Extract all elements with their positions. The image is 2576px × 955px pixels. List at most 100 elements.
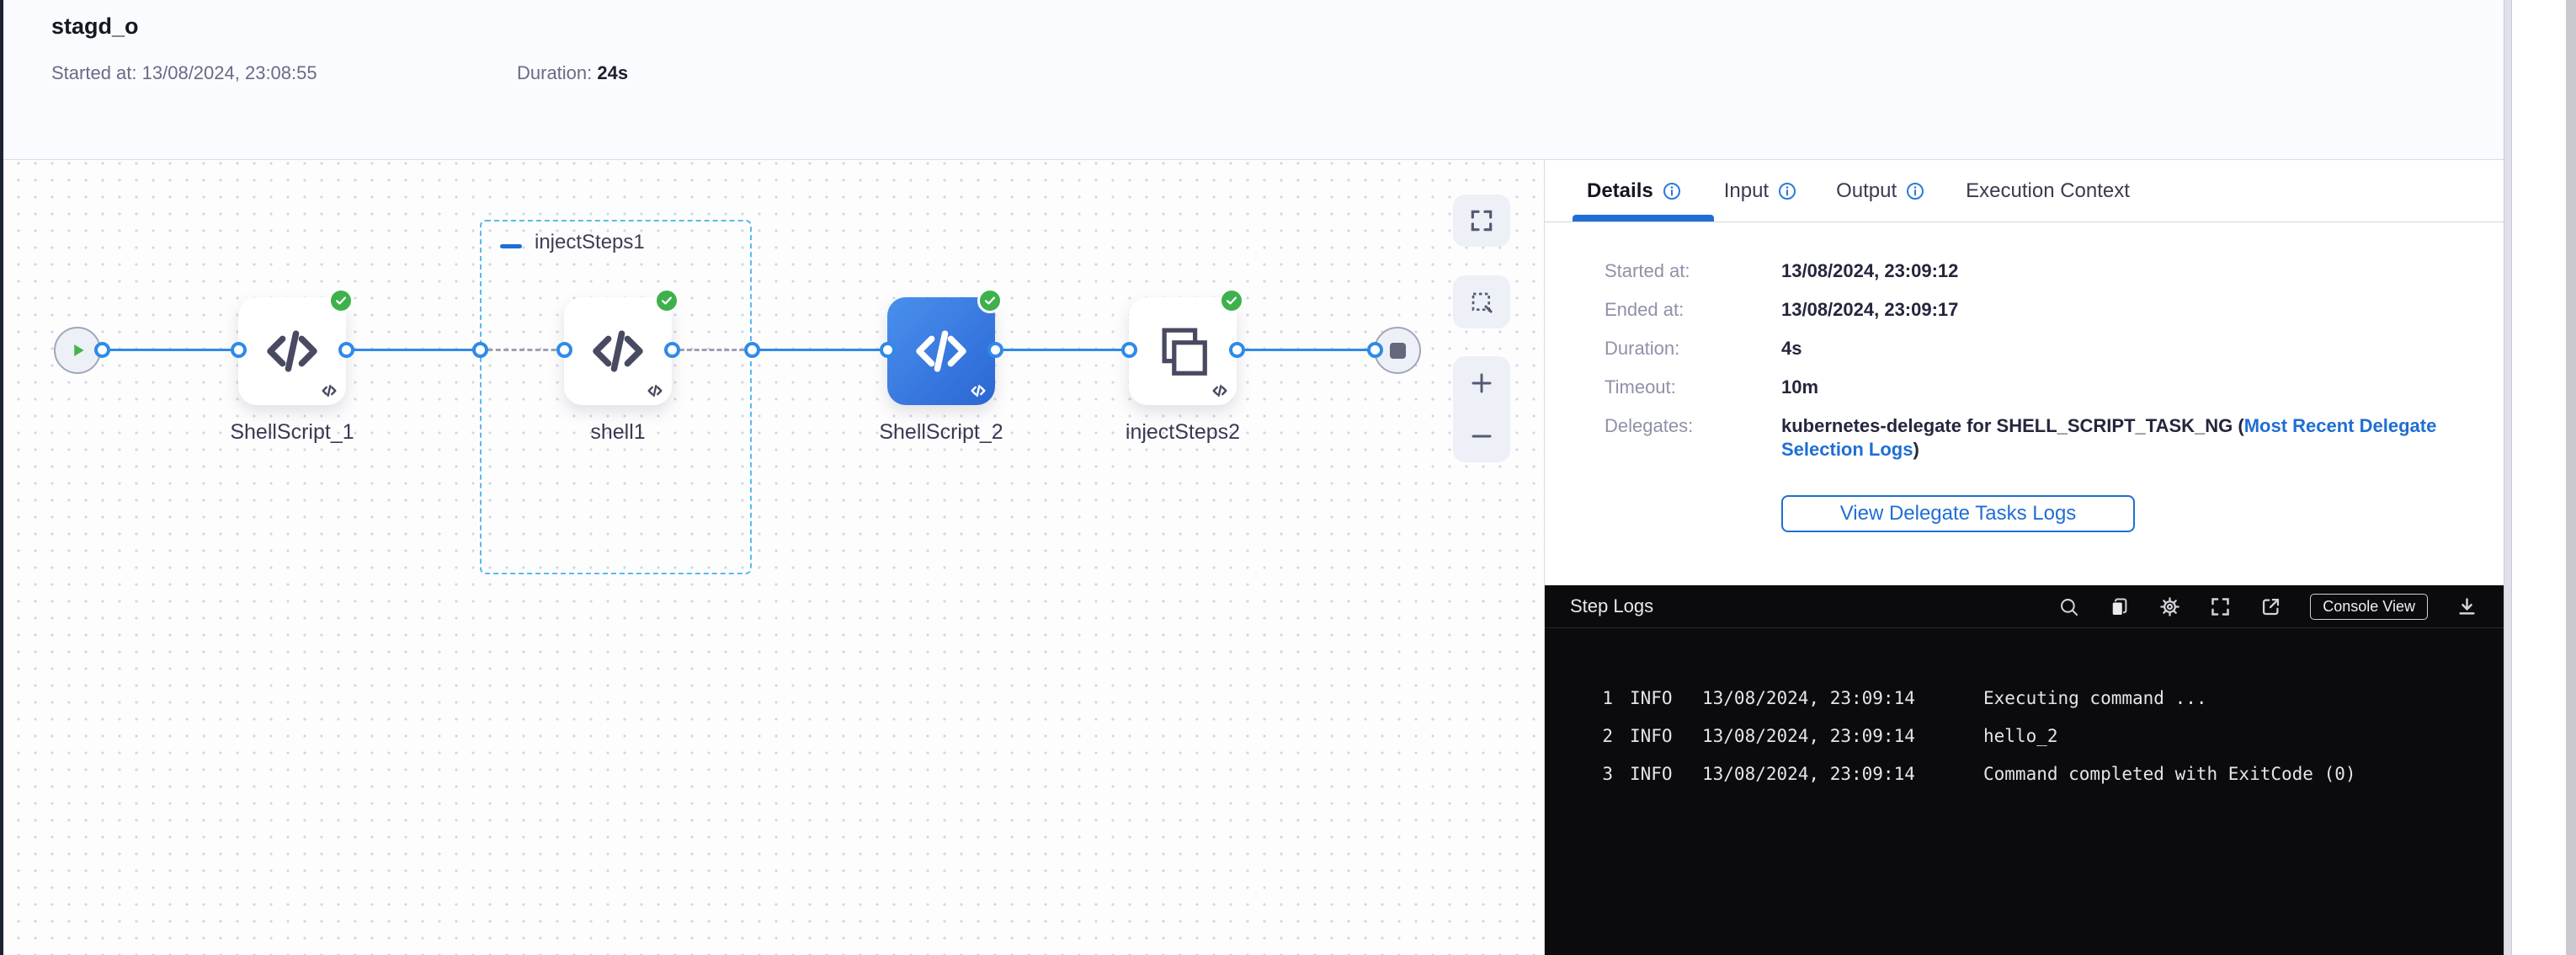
code-icon bbox=[267, 330, 317, 372]
node-label-shell1: shell1 bbox=[590, 420, 646, 444]
port bbox=[1229, 342, 1245, 358]
fullscreen-icon bbox=[1471, 210, 1493, 232]
delegate-selection-logs-link[interactable]: Most Recent Delegate Selection Logs bbox=[1781, 415, 2437, 460]
check-icon bbox=[1227, 296, 1237, 305]
port bbox=[664, 342, 680, 358]
info-icon[interactable] bbox=[1777, 181, 1797, 201]
success-badge bbox=[977, 288, 1003, 313]
detail-row-duration: Duration: 4s bbox=[1605, 338, 1802, 359]
step-group-icon bbox=[1162, 328, 1207, 376]
edge-shellscript2-to-injectsteps2 bbox=[995, 349, 1129, 351]
tab-output[interactable]: Output bbox=[1836, 179, 1925, 203]
edge-group-to-shell1 bbox=[480, 349, 564, 351]
canvas-selection-button[interactable] bbox=[1453, 275, 1510, 328]
marquee-select-icon bbox=[1472, 292, 1493, 313]
started-at-value: 13/08/2024, 23:08:55 bbox=[141, 62, 317, 83]
canvas-fullscreen-button[interactable] bbox=[1453, 195, 1510, 247]
port bbox=[1121, 342, 1137, 358]
page-scrollbar[interactable] bbox=[2566, 0, 2576, 955]
pipeline-canvas[interactable]: injectSteps1 ShellScript_1 bbox=[3, 160, 1544, 955]
log-line: 2 INFO 13/08/2024, 23:09:14 hello_2 bbox=[1602, 725, 2058, 746]
edge-injectsteps2-to-end bbox=[1237, 349, 1375, 351]
start-node[interactable] bbox=[54, 327, 101, 374]
step-details-panel: Details Input Output Execution Context S… bbox=[1544, 160, 2504, 955]
detail-row-started: Started at: 13/08/2024, 23:09:12 bbox=[1605, 260, 1959, 281]
tab-details[interactable]: Details bbox=[1587, 179, 1682, 203]
edge-start-to-shellscript1 bbox=[102, 349, 238, 351]
port bbox=[338, 342, 354, 358]
console-view-button[interactable]: Console View bbox=[2310, 593, 2428, 620]
search-icon[interactable] bbox=[2057, 595, 2080, 618]
stop-icon bbox=[1389, 342, 1406, 359]
node-label-injectsteps2: injectSteps2 bbox=[1125, 420, 1241, 444]
duration-label: Duration: bbox=[517, 62, 593, 83]
stage-header: stagd_o Started at: 13/08/2024, 23:08:55… bbox=[3, 0, 2504, 160]
code-icon bbox=[916, 330, 966, 372]
info-icon[interactable] bbox=[1905, 181, 1925, 201]
check-icon bbox=[985, 296, 995, 305]
success-badge bbox=[328, 288, 354, 313]
detail-row-timeout: Timeout: 10m bbox=[1605, 376, 1819, 397]
node-shellscript-2[interactable] bbox=[887, 288, 1003, 405]
view-delegate-tasks-logs-button[interactable]: View Delegate Tasks Logs bbox=[1781, 495, 2135, 532]
log-line: 3 INFO 13/08/2024, 23:09:14 Command comp… bbox=[1602, 763, 2356, 784]
node-label-shellscript-1: ShellScript_1 bbox=[230, 420, 354, 444]
step-logs-title: Step Logs bbox=[1570, 595, 1654, 616]
canvas-zoom-buttons bbox=[1453, 356, 1510, 462]
duration-value: 24s bbox=[597, 62, 629, 83]
collapsed-nav-edge bbox=[0, 0, 3, 955]
active-tab-underline bbox=[1573, 215, 1714, 221]
check-icon bbox=[662, 296, 672, 305]
play-icon bbox=[74, 344, 84, 357]
collapse-group-icon[interactable] bbox=[500, 244, 522, 248]
zoom-in-icon[interactable] bbox=[1468, 370, 1495, 397]
zoom-out-icon[interactable] bbox=[1468, 423, 1495, 450]
right-gutter bbox=[2512, 0, 2566, 955]
port bbox=[231, 342, 247, 358]
step-group-injectsteps1[interactable] bbox=[480, 220, 752, 574]
node-shell1[interactable] bbox=[564, 288, 679, 405]
step-group-label: injectSteps1 bbox=[535, 231, 645, 253]
success-badge bbox=[1219, 288, 1244, 313]
step-logs-console: Step Logs bbox=[1545, 585, 2504, 955]
delegates-value: kubernetes-delegate for SHELL_SCRIPT_TAS… bbox=[1781, 415, 2437, 460]
info-icon[interactable] bbox=[1662, 181, 1682, 201]
port bbox=[94, 342, 110, 358]
details-tabbar: Details Input Output Execution Context bbox=[1545, 160, 2504, 222]
started-at-header: Started at: 13/08/2024, 23:08:55 bbox=[51, 62, 317, 84]
tab-execution-context[interactable]: Execution Context bbox=[1966, 179, 2130, 202]
detail-row-ended: Ended at: 13/08/2024, 23:09:17 bbox=[1605, 299, 1959, 320]
log-line: 1 INFO 13/08/2024, 23:09:14 Executing co… bbox=[1602, 687, 2207, 708]
port bbox=[472, 342, 488, 358]
settings-gear-icon[interactable] bbox=[2158, 595, 2181, 618]
node-injectsteps2[interactable] bbox=[1129, 288, 1244, 405]
node-shellscript-1[interactable] bbox=[238, 288, 354, 405]
details-content: Started at: 13/08/2024, 23:09:12 Ended a… bbox=[1545, 222, 2504, 532]
tab-input[interactable]: Input bbox=[1724, 179, 1797, 203]
edge-shellscript1-to-group bbox=[346, 349, 480, 351]
end-node[interactable] bbox=[1374, 327, 1421, 374]
code-icon bbox=[593, 330, 643, 372]
log-lines: 1 INFO 13/08/2024, 23:09:14 Executing co… bbox=[1545, 628, 2504, 792]
started-at-label: Started at: bbox=[51, 62, 137, 83]
port bbox=[744, 342, 760, 358]
duration-header: Duration: 24s bbox=[517, 62, 628, 84]
shell-script-type-icon bbox=[322, 384, 337, 397]
expand-icon[interactable] bbox=[2209, 595, 2232, 618]
copy-icon[interactable] bbox=[2108, 595, 2131, 618]
download-icon[interactable] bbox=[2456, 595, 2478, 618]
shell-script-type-icon bbox=[647, 384, 663, 397]
check-icon bbox=[336, 296, 346, 305]
shell-script-type-icon bbox=[1212, 384, 1227, 397]
node-label-shellscript-2: ShellScript_2 bbox=[879, 420, 1003, 444]
edge-shell1-to-groupend bbox=[672, 349, 752, 351]
port bbox=[1367, 342, 1383, 358]
edge-group-to-shellscript2 bbox=[752, 349, 887, 351]
panel-resize-divider[interactable] bbox=[2504, 0, 2512, 955]
open-in-new-icon[interactable] bbox=[2259, 595, 2282, 618]
detail-row-delegates: Delegates: kubernetes-delegate for SHELL… bbox=[1605, 415, 2437, 460]
port bbox=[987, 342, 1003, 358]
shell-script-type-icon bbox=[971, 384, 986, 397]
port bbox=[880, 342, 896, 358]
stage-title: stagd_o bbox=[51, 13, 139, 39]
